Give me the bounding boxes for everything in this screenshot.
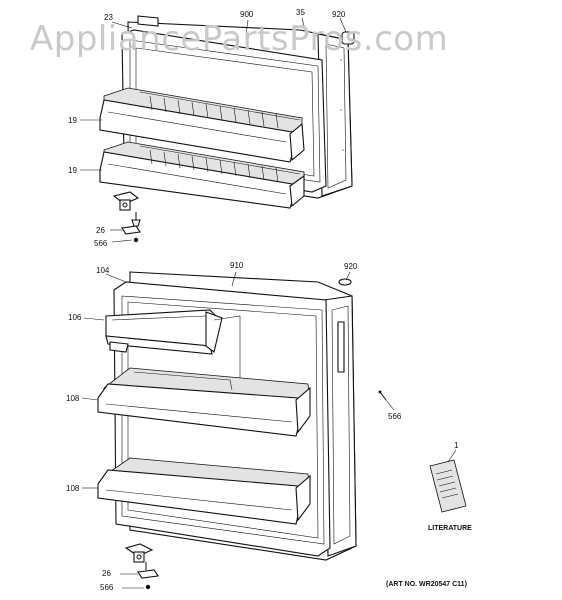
label-26-bottom: 26 xyxy=(102,569,111,578)
label-566-top: 566 xyxy=(94,239,108,248)
label-1: 1 xyxy=(454,441,459,450)
freezer-hinge-parts xyxy=(110,191,141,243)
label-104: 104 xyxy=(96,266,110,275)
label-23: 23 xyxy=(104,13,113,22)
art-number: (ART NO. WR20547 C11) xyxy=(386,581,467,588)
literature-booklet xyxy=(429,459,467,513)
fresh-food-door-shelf-lower xyxy=(97,457,311,525)
label-910: 910 xyxy=(230,261,244,270)
label-106: 106 xyxy=(68,313,82,322)
label-19-upper: 19 xyxy=(68,116,77,125)
label-566-bottom: 566 xyxy=(100,583,114,592)
watermark: AppliancePartsPros.com xyxy=(30,19,448,59)
freezer-door-shelf-upper xyxy=(99,87,305,163)
label-108-upper: 108 xyxy=(66,394,80,403)
label-26-top: 26 xyxy=(96,226,105,235)
freezer-door-shelf-lower xyxy=(99,141,305,209)
label-566-mid: 566 xyxy=(388,412,402,421)
callout-labels: 23 900 35 920 19 19 26 566 104 910 920 1… xyxy=(66,8,472,592)
label-920-bottom: 920 xyxy=(344,262,358,271)
label-35: 35 xyxy=(296,8,305,17)
label-900: 900 xyxy=(240,10,254,19)
dairy-door-bin xyxy=(105,309,241,380)
leader-lines xyxy=(80,17,457,489)
label-19-lower: 19 xyxy=(68,166,77,175)
label-920-top: 920 xyxy=(332,10,346,19)
loose-parts xyxy=(338,278,387,401)
label-literature: LITERATURE xyxy=(428,525,472,532)
fresh-food-hinge-parts xyxy=(120,543,159,590)
label-108-lower: 108 xyxy=(66,484,80,493)
fresh-food-door-shelf-upper xyxy=(97,367,311,437)
